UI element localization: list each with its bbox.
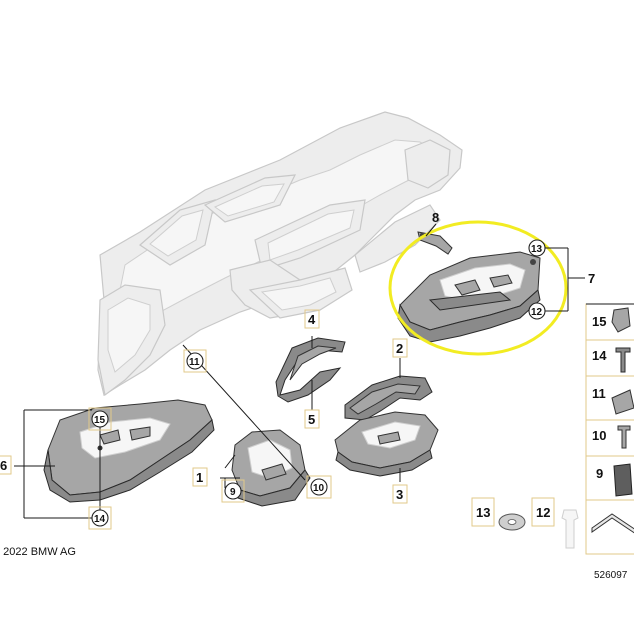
label-6: 6 bbox=[0, 455, 12, 475]
label-4: 4 bbox=[304, 309, 320, 329]
trim-strip-part-4-5 bbox=[275, 337, 346, 403]
svg-text:9: 9 bbox=[230, 487, 236, 498]
callout-12-right: 12 bbox=[528, 302, 546, 320]
callout-15-left: 15 bbox=[88, 407, 112, 431]
callout-11-dash: 11 bbox=[183, 349, 207, 373]
svg-text:5: 5 bbox=[308, 412, 315, 427]
callout-13-right: 13 bbox=[528, 239, 546, 257]
svg-text:7: 7 bbox=[588, 271, 595, 286]
svg-text:10: 10 bbox=[313, 483, 325, 494]
label-7: 7 bbox=[588, 271, 595, 286]
center-console-part-3 bbox=[334, 411, 439, 477]
svg-text:2: 2 bbox=[396, 341, 403, 356]
panel-outline-icon bbox=[591, 513, 634, 534]
label-2: 2 bbox=[392, 338, 408, 358]
leader-lines bbox=[14, 223, 585, 519]
label-1: 1 bbox=[192, 467, 208, 487]
svg-text:1: 1 bbox=[196, 470, 203, 485]
svg-text:15: 15 bbox=[592, 314, 606, 329]
knee-panel-part-6 bbox=[43, 399, 215, 503]
label-8: 8 bbox=[432, 210, 439, 225]
dashboard-assembly bbox=[97, 111, 463, 397]
svg-text:8: 8 bbox=[432, 210, 439, 225]
glovebox-housing-part-7 bbox=[397, 251, 541, 343]
svg-text:12: 12 bbox=[531, 307, 543, 318]
callout-9: 9 bbox=[221, 479, 245, 503]
center-trim-part-2 bbox=[344, 375, 433, 421]
callout-10: 10 bbox=[306, 475, 332, 499]
highlight-ring bbox=[388, 220, 568, 356]
fastener-legend: 15 14 11 10 9 bbox=[585, 303, 634, 501]
svg-text:15: 15 bbox=[94, 415, 106, 426]
svg-text:11: 11 bbox=[189, 357, 200, 368]
svg-text:14: 14 bbox=[592, 348, 607, 363]
svg-text:14: 14 bbox=[94, 514, 106, 525]
bottom-parts: 13 12 bbox=[471, 497, 634, 555]
svg-text:11: 11 bbox=[592, 386, 606, 401]
svg-text:10: 10 bbox=[592, 428, 606, 443]
svg-text:13: 13 bbox=[476, 505, 490, 520]
copyright-text: © 2022 BMW AG bbox=[0, 546, 76, 558]
svg-text:4: 4 bbox=[308, 312, 316, 327]
lower-trim-part-1 bbox=[231, 429, 311, 507]
label-5: 5 bbox=[304, 409, 320, 429]
label-3: 3 bbox=[392, 484, 408, 504]
document-number: 526097 bbox=[594, 570, 628, 581]
svg-text:13: 13 bbox=[531, 244, 543, 255]
svg-text:6: 6 bbox=[0, 458, 7, 473]
callout-14-left: 14 bbox=[88, 506, 112, 530]
svg-text:3: 3 bbox=[396, 487, 403, 502]
svg-text:9: 9 bbox=[596, 466, 603, 481]
svg-text:12: 12 bbox=[536, 505, 550, 520]
clip-icon bbox=[561, 509, 579, 549]
